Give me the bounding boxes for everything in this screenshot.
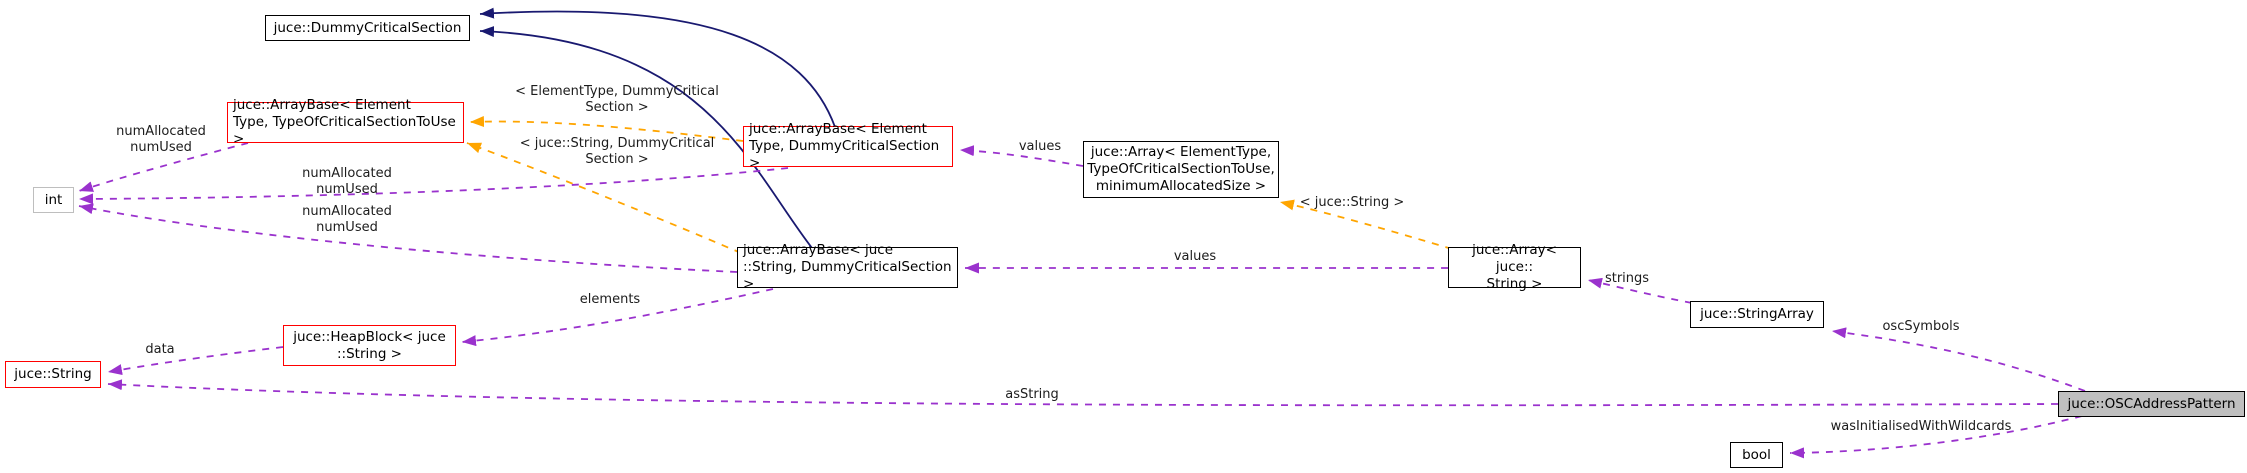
edge-inherit-arraybase-string-dummy-to-dummycriticalsection: [479, 26, 813, 249]
node-array-generic-label: juce::Array< ElementType, TypeOfCritical…: [1087, 144, 1275, 194]
node-bool: bool: [1730, 442, 1783, 468]
node-array-generic[interactable]: juce::Array< ElementType, TypeOfCritical…: [1083, 141, 1279, 198]
edge-usage-oscaddresspattern-to-stringarray: [1831, 327, 2086, 392]
edge-label-numallocated-3: numAllocated numUsed: [302, 204, 392, 235]
edge-usage-heapblock-to-string: [107, 346, 284, 375]
node-arraybase-element-dummy[interactable]: juce::ArrayBase< Element Type, DummyCrit…: [743, 121, 953, 171]
edge-usage-oscaddresspattern-to-string: [107, 379, 2059, 407]
edge-label-data: data: [145, 342, 175, 357]
node-bool-label: bool: [1742, 446, 1771, 463]
edge-usage-arraybase-element-dummy-to-int: [78, 167, 789, 205]
edge-label-template-string: < juce::String >: [1299, 195, 1405, 210]
node-stringarray-label: juce::StringArray: [1700, 306, 1814, 322]
node-arraybase-string-dummy-label: juce::ArrayBase< juce ::String, DummyCri…: [743, 242, 952, 292]
node-stringarray[interactable]: juce::StringArray: [1690, 301, 1824, 328]
node-int: int: [33, 187, 74, 213]
node-int-label: int: [44, 191, 63, 208]
node-oscaddresspattern: juce::OSCAddressPattern: [2058, 391, 2245, 417]
node-arraybase-string-dummy[interactable]: juce::ArrayBase< juce ::String, DummyCri…: [737, 242, 958, 292]
node-string[interactable]: juce::String: [5, 361, 101, 388]
node-dummycriticalsection[interactable]: juce::DummyCriticalSection: [265, 15, 470, 41]
edge-label-template-string-dummy: < juce::String, DummyCritical Section >: [519, 136, 715, 167]
edge-template-arraybase-element-dummy-to-arraybase-generic: [469, 116, 744, 142]
edge-label-values-1: values: [1018, 139, 1062, 154]
edge-label-oscsymbols: oscSymbols: [1882, 319, 1960, 334]
node-arraybase-generic[interactable]: juce::ArrayBase< Element Type, TypeOfCri…: [227, 97, 464, 147]
edge-label-numallocated-2: numAllocated numUsed: [302, 166, 392, 197]
node-heapblock-string[interactable]: juce::HeapBlock< juce ::String >: [283, 325, 456, 366]
edge-usage-arraybase-string-dummy-to-heapblock: [461, 288, 774, 347]
edge-label-numallocated-1: numAllocated numUsed: [116, 124, 206, 155]
edge-usage-arraybase-generic-to-int: [78, 142, 249, 192]
edge-usage-oscaddresspattern-to-bool: [1789, 415, 2083, 459]
node-heapblock-string-label: juce::HeapBlock< juce ::String >: [293, 328, 446, 362]
edge-label-elements: elements: [579, 292, 641, 307]
node-arraybase-generic-label: juce::ArrayBase< Element Type, TypeOfCri…: [233, 97, 456, 147]
node-oscaddresspattern-label: juce::OSCAddressPattern: [2067, 395, 2236, 412]
edge-template-arraybase-string-dummy-to-arraybase-generic: [466, 142, 742, 254]
edge-usage-arraybase-string-dummy-to-int: [78, 203, 738, 273]
edge-label-wasinitialisedwithwildcards: wasInitialisedWithWildcards: [1830, 419, 2012, 434]
edge-label-template-elementtype-dummy: < ElementType, DummyCritical Section >: [515, 84, 719, 115]
edge-inherit-arraybase-element-dummy-to-dummycriticalsection: [479, 7, 836, 128]
node-array-string[interactable]: juce::Array< juce:: String >: [1448, 242, 1581, 292]
node-dummycriticalsection-label: juce::DummyCriticalSection: [273, 19, 462, 36]
node-arraybase-element-dummy-label: juce::ArrayBase< Element Type, DummyCrit…: [749, 121, 940, 171]
node-string-label: juce::String: [14, 366, 92, 382]
edge-label-asstring: asString: [1005, 387, 1059, 402]
edge-usage-array-generic-to-arraybase-element-dummy: [959, 145, 1084, 167]
node-array-string-label: juce::Array< juce:: String >: [1472, 242, 1557, 292]
edge-label-values-2: values: [1173, 249, 1217, 264]
edge-template-array-string-to-array-generic: [1279, 199, 1453, 250]
edge-label-strings: strings: [1604, 271, 1650, 286]
